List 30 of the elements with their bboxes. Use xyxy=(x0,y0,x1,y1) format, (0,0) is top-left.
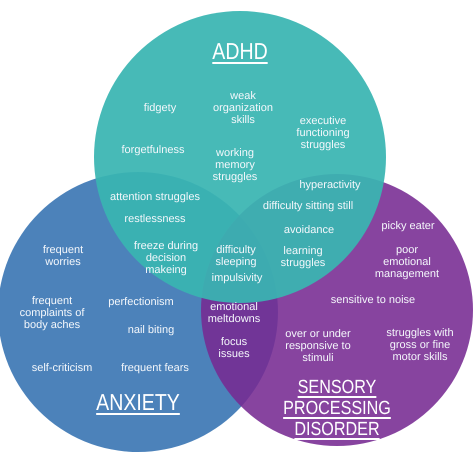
symptom-label: attention struggles xyxy=(109,191,201,203)
symptom-label: struggles with gross or fine motor skills xyxy=(385,327,455,363)
symptom-label: nail biting xyxy=(126,324,176,336)
symptom-label: weak organization skills xyxy=(212,90,274,126)
symptom-label: picky eater xyxy=(380,220,436,232)
symptom-label: frequent worries xyxy=(42,244,84,268)
category-title: SENSORY PROCESSING DISORDER xyxy=(282,377,392,440)
symptom-label: restlessness xyxy=(123,213,187,225)
symptom-label: fidgety xyxy=(142,102,178,114)
symptom-label: impulsivity xyxy=(210,272,264,284)
symptom-label: working memory struggles xyxy=(212,147,258,183)
symptom-label: forgetfulness xyxy=(120,144,186,156)
category-title: ANXIETY xyxy=(95,390,181,414)
symptom-label: sensitive to noise xyxy=(330,294,416,306)
symptom-label: frequent fears xyxy=(120,362,190,374)
symptom-label: difficulty sitting still xyxy=(262,200,354,212)
symptom-label: over or under responsive to stimuli xyxy=(284,328,352,364)
symptom-label: difficulty sleeping xyxy=(214,244,258,268)
symptom-label: freeze during decision makeing xyxy=(132,240,200,276)
symptom-label: frequent complaints of body aches xyxy=(18,295,86,331)
symptom-label: learning struggles xyxy=(280,245,326,269)
symptom-label: avoidance xyxy=(282,224,336,236)
symptom-label: self-criticism xyxy=(30,362,94,374)
symptom-label: hyperactivity xyxy=(298,179,362,191)
symptom-label: poor emotional management xyxy=(374,244,440,280)
symptom-label: executive functioning struggles xyxy=(295,115,351,151)
symptom-label: focus issues xyxy=(217,336,251,360)
symptom-label: emotional meltdowns xyxy=(206,301,262,325)
symptom-label: perfectionism xyxy=(107,296,175,308)
category-title: ADHD xyxy=(211,39,269,63)
